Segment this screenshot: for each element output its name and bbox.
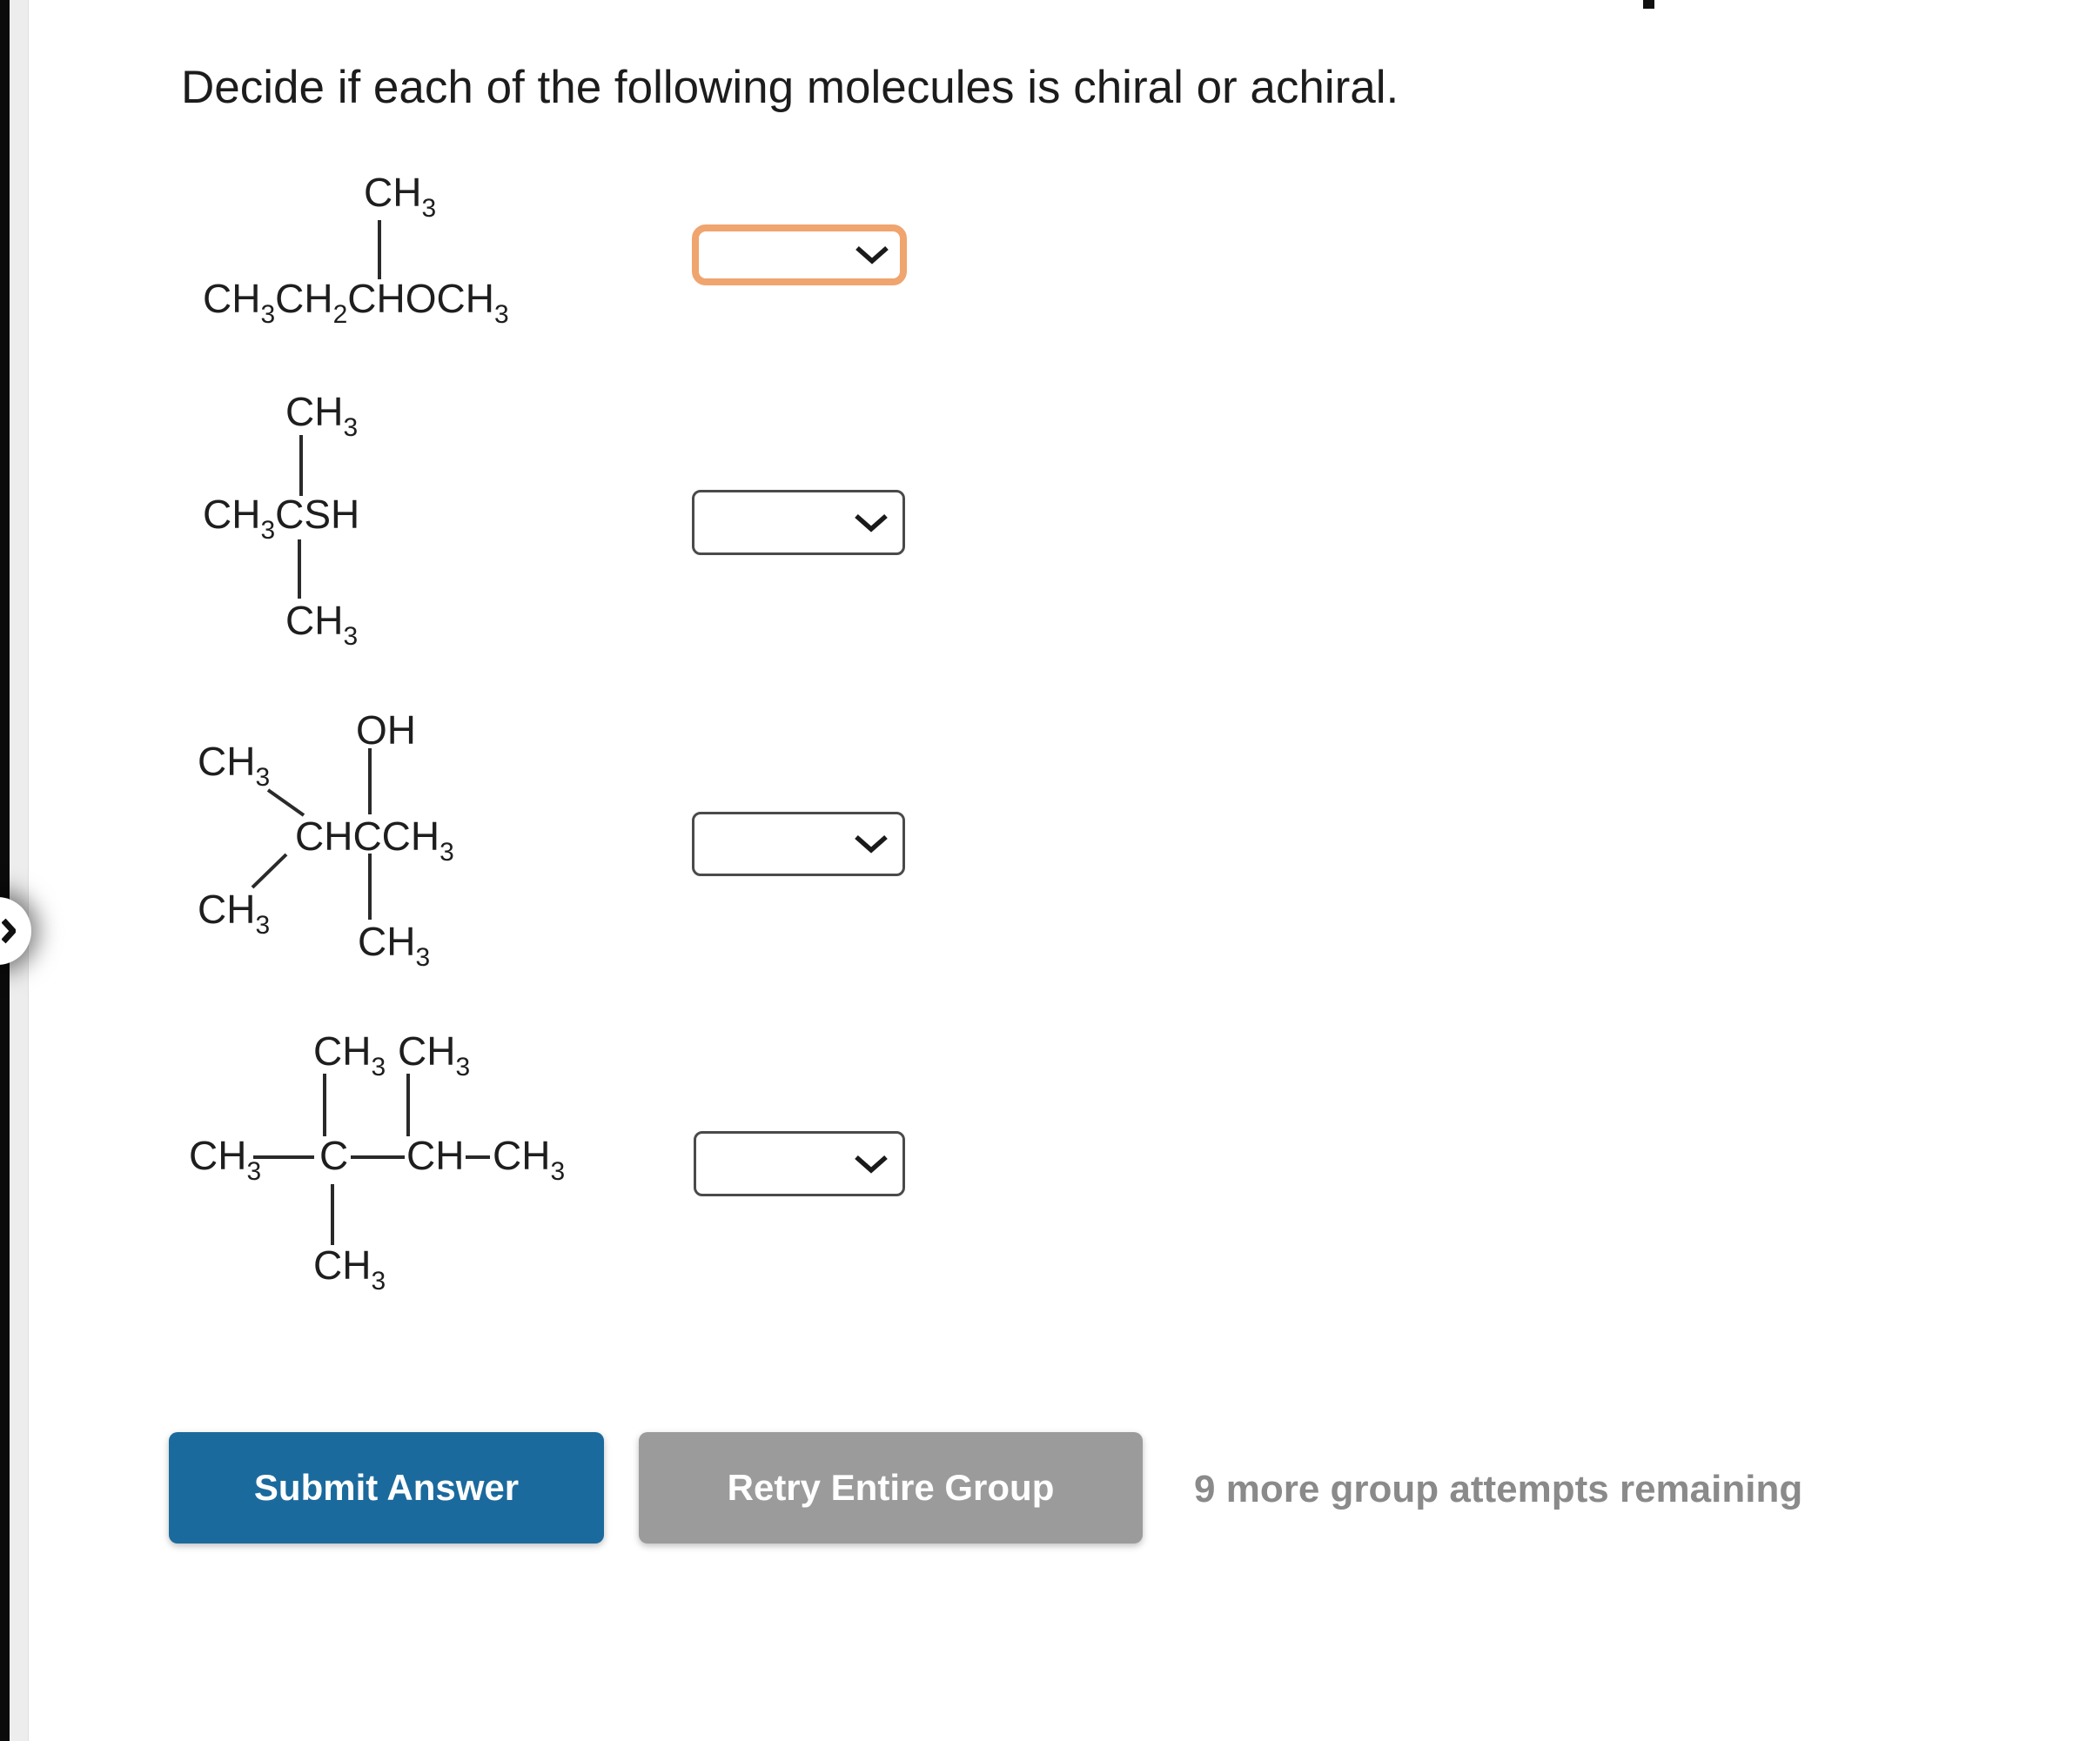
carbon-label: CH [406, 1133, 465, 1178]
substituent-label: CH3 [285, 598, 359, 651]
left-edge-bar [0, 0, 10, 1741]
substituent-label: CH3 [285, 389, 359, 442]
question-instruction: Decide if each of the following molecule… [181, 62, 1399, 113]
chevron-down-icon [855, 834, 888, 854]
main-chain-label: CHCCH3 [295, 814, 454, 867]
chirality-select-1[interactable] [692, 224, 907, 285]
main-chain-label: CH3CSH [203, 492, 360, 545]
bond-horizontal [466, 1155, 490, 1159]
bond-vertical [406, 1074, 410, 1136]
submit-answer-button[interactable]: Submit Answer [169, 1432, 604, 1543]
substituent-label: CH3 [198, 739, 271, 792]
molecule-3-structure: OH CH3 CHCCH3 CH3 CH3 [198, 710, 493, 971]
left-edge-gutter [10, 0, 29, 1741]
bond-vertical [331, 1184, 334, 1245]
molecule-1-structure: CH3 CH3CH2CHOCH3 [203, 171, 760, 336]
molecule-4-structure: CH3 CH3 CH3 C CH CH3 CH3 [189, 1028, 572, 1296]
molecule-2-structure: CH3 CH3CSH CH3 [203, 392, 446, 653]
bond-diagonal-lines [251, 788, 305, 889]
hydroxyl-label: OH [356, 707, 416, 753]
bond-vertical [323, 1074, 326, 1136]
bond-horizontal [253, 1155, 314, 1159]
main-chain-label: CH3CH2CHOCH3 [203, 276, 509, 329]
chevron-down-icon [855, 1155, 888, 1174]
bond-vertical [368, 748, 372, 814]
chevron-down-icon [855, 513, 888, 532]
attempts-remaining-text: 9 more group attempts remaining [1194, 1468, 1803, 1510]
retry-entire-group-button[interactable]: Retry Entire Group [639, 1432, 1143, 1543]
substituent-label: CH3 [198, 887, 271, 940]
chain-end-label: CH3 [189, 1133, 262, 1186]
substituent-label: CH3 [313, 1242, 386, 1296]
substituent-label: CH3 [364, 170, 437, 223]
bond-horizontal [351, 1155, 405, 1159]
chevron-down-icon [855, 245, 889, 264]
bond-vertical [378, 220, 381, 279]
substituent-label: CH3 [313, 1028, 386, 1081]
chirality-select-4[interactable] [694, 1131, 905, 1196]
substituent-label: CH3 [358, 919, 431, 972]
bond-vertical [299, 435, 303, 496]
substituent-label: CH3 [398, 1028, 471, 1081]
chain-end-label: CH3 [493, 1133, 566, 1186]
bond-vertical [368, 854, 372, 920]
chevron-right-icon [2, 918, 16, 944]
cutoff-text-fragment [1643, 0, 1654, 9]
chirality-select-2[interactable] [692, 490, 905, 555]
carbon-label: C [319, 1133, 349, 1178]
chirality-select-3[interactable] [692, 812, 905, 876]
bond-vertical [298, 539, 301, 599]
